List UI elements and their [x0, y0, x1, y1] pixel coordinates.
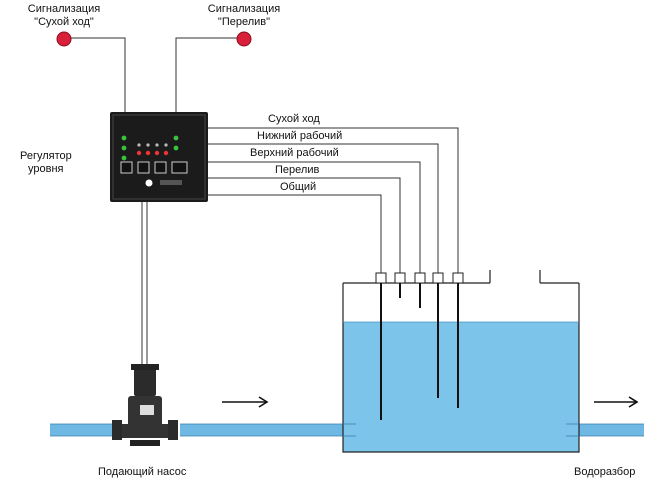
level-regulator-line1: Регулятор: [20, 150, 72, 162]
pump-cable: [141, 202, 148, 370]
flow-arrow-icon: [222, 396, 269, 408]
level-regulator-label: Регулятор уровня: [20, 150, 72, 176]
sensor-label-overflow: Перелив: [275, 164, 320, 176]
dry-run-alarm-line2: "Сухой ход": [34, 16, 94, 28]
alarm-lamp-icon: [56, 31, 72, 47]
alarm-lamp-icon: [236, 31, 252, 47]
water-outlet-label: Водоразбор: [574, 466, 636, 478]
overflow-alarm-line2: "Перелив": [217, 16, 271, 28]
dry-run-alarm-line1: Сигнализация: [27, 3, 101, 15]
overflow-alarm-line1: Сигнализация: [207, 3, 281, 15]
sensor-label-dry-run: Сухой ход: [268, 113, 320, 125]
sensor-label-upper-working: Верхний рабочий: [250, 147, 339, 159]
overflow-alarm-label: Сигнализация "Перелив": [208, 3, 280, 29]
pump-icon: [112, 364, 178, 446]
level-regulator-line2: уровня: [28, 163, 64, 175]
sensor-label-lower-working: Нижний рабочий: [257, 130, 343, 142]
dry-run-alarm-label: Сигнализация "Сухой ход": [28, 3, 100, 29]
flow-arrow-icon: [594, 396, 639, 408]
level-regulator: [110, 112, 208, 202]
sensor-wires: [208, 127, 459, 273]
supply-pump-label: Подающий насос: [98, 466, 187, 478]
sensor-label-common: Общий: [280, 181, 317, 193]
alarm-wires: [64, 37, 244, 113]
level-probes: [375, 272, 464, 420]
inlet-pipe: [50, 423, 350, 437]
tank: [342, 270, 580, 453]
